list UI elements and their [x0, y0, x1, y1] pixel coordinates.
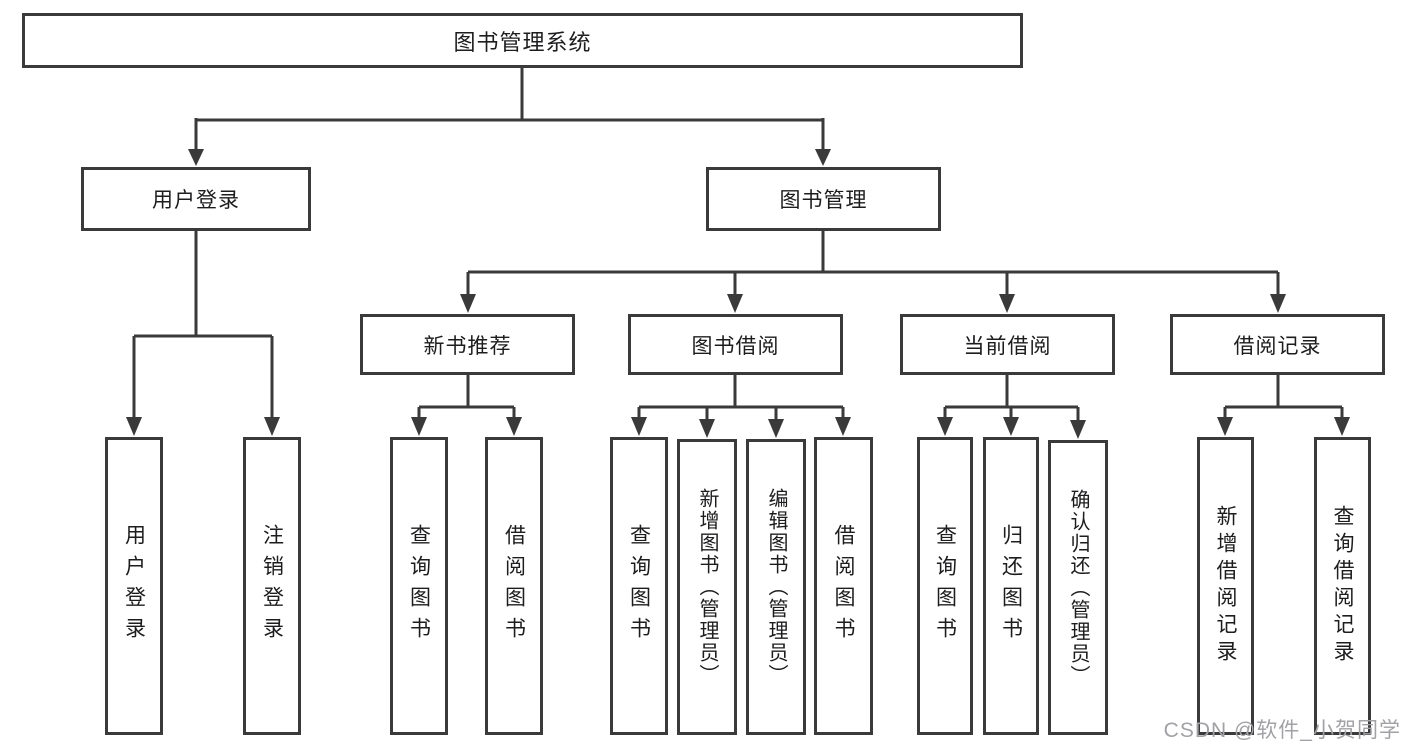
leaf-label: 编辑图书（管理员） — [765, 488, 787, 686]
node-leaf-query-borrow-record: 查询借阅记录 — [1314, 437, 1371, 735]
node-leaf-query-books-borrow: 查询图书 — [610, 437, 668, 735]
node-leaf-query-books-recommend: 查询图书 — [390, 437, 448, 735]
leaf-label: 查询图书 — [627, 524, 651, 648]
node-book-borrow: 图书借阅 — [628, 314, 843, 375]
node-new-book-recommend: 新书推荐 — [360, 314, 575, 375]
leaf-label: 借阅图书 — [502, 524, 526, 648]
node-book-management: 图书管理 — [706, 167, 941, 231]
node-leaf-query-books-current: 查询图书 — [917, 437, 973, 735]
node-leaf-confirm-return-admin: 确认归还（管理员） — [1048, 440, 1108, 735]
leaf-label: 查询图书 — [933, 524, 957, 648]
node-leaf-add-book-admin: 新增图书（管理员） — [677, 439, 737, 735]
node-leaf-user-login: 用户登录 — [105, 437, 163, 735]
node-leaf-logout: 注销登录 — [243, 437, 301, 735]
node-borrow-records: 借阅记录 — [1170, 314, 1385, 375]
leaf-label: 新增借阅记录 — [1214, 505, 1237, 667]
leaf-label: 借阅图书 — [832, 524, 855, 648]
node-leaf-borrow-books-recommend: 借阅图书 — [485, 437, 543, 735]
leaf-label: 用户登录 — [122, 524, 146, 648]
node-leaf-edit-book-admin: 编辑图书（管理员） — [746, 439, 806, 735]
leaf-label: 查询图书 — [407, 524, 431, 648]
leaf-label: 新增图书（管理员） — [696, 488, 718, 686]
leaf-label: 注销登录 — [260, 524, 284, 648]
leaf-label: 确认归还（管理员） — [1067, 488, 1089, 687]
node-current-borrow: 当前借阅 — [900, 314, 1115, 375]
watermark: CSDN @软件_小贺同学 — [1163, 719, 1401, 742]
node-leaf-add-borrow-record: 新增借阅记录 — [1197, 437, 1254, 735]
leaf-label: 归还图书 — [999, 524, 1023, 648]
node-root: 图书管理系统 — [22, 13, 1023, 68]
node-leaf-borrow-books: 借阅图书 — [814, 437, 873, 735]
leaf-label: 查询借阅记录 — [1331, 505, 1354, 667]
node-user-login-group: 用户登录 — [81, 167, 311, 231]
node-leaf-return-book: 归还图书 — [983, 437, 1039, 735]
